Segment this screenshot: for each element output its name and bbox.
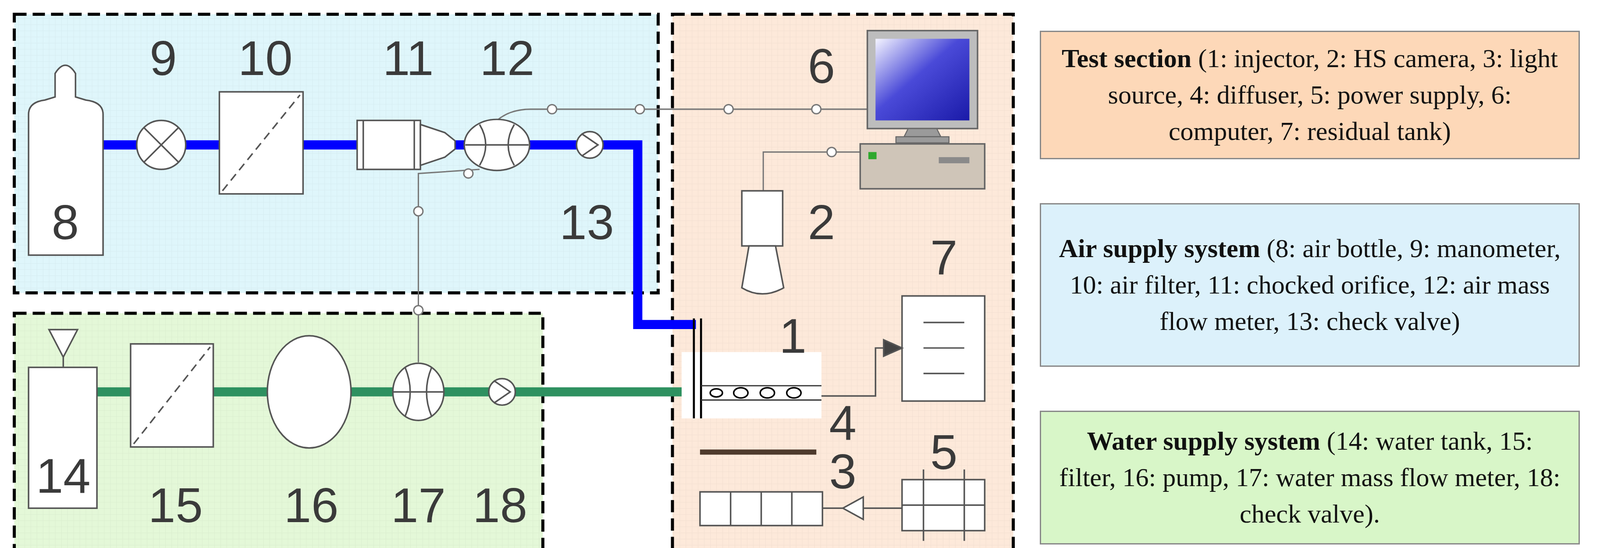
legend-heading: Test section xyxy=(1061,43,1192,73)
check-valve xyxy=(488,378,516,405)
callout-number: 5 xyxy=(930,427,958,477)
water-filter xyxy=(130,343,214,447)
legend-paragraph: Test section(1: injector, 2: HS camera, … xyxy=(1056,40,1564,150)
air-filter xyxy=(219,91,303,194)
residual-tank xyxy=(821,295,985,402)
callout-number: 8 xyxy=(51,197,79,247)
diffuser xyxy=(700,449,817,455)
legend-heading: Water supply system xyxy=(1086,426,1320,456)
legend-paragraph: Air supply system(8: air bottle, 9: mano… xyxy=(1056,230,1564,339)
air-bottle xyxy=(28,65,104,256)
water-tank xyxy=(28,366,97,508)
chocked-orifice xyxy=(357,120,421,170)
callout-number: 14 xyxy=(35,451,91,501)
callout-number: 1 xyxy=(779,311,807,361)
water-region xyxy=(14,312,544,548)
callout-number: 9 xyxy=(149,33,177,83)
legend-box: Water supply system(14: water tank, 15: … xyxy=(1039,410,1580,544)
power-supply xyxy=(902,469,985,541)
callout-number: 11 xyxy=(382,33,434,83)
callout-number: 3 xyxy=(829,446,857,496)
water-flow-meter xyxy=(392,362,444,420)
legend-heading: Air supply system xyxy=(1059,233,1261,263)
callout-number: 17 xyxy=(391,480,446,530)
callout-number: 2 xyxy=(807,197,836,247)
callout-number: 15 xyxy=(148,480,203,530)
callout-number: 6 xyxy=(807,41,836,91)
legend-box: Air supply system(8: air bottle, 9: mano… xyxy=(1039,202,1580,367)
air-region xyxy=(14,14,659,293)
callout-number: 12 xyxy=(480,33,535,83)
check-valve xyxy=(576,131,604,158)
callout-number: 18 xyxy=(472,480,528,530)
air-flow-meter xyxy=(464,119,530,171)
air-pipe xyxy=(103,144,696,324)
hs-camera xyxy=(741,190,784,294)
callout-number: 13 xyxy=(559,197,615,247)
manometer xyxy=(136,120,186,170)
computer xyxy=(860,30,985,189)
callout-number: 4 xyxy=(829,398,857,448)
light-source xyxy=(700,491,903,526)
callout-number: 7 xyxy=(930,232,958,282)
callout-number: 16 xyxy=(284,480,339,530)
test-region xyxy=(672,14,1014,548)
pump xyxy=(267,335,352,448)
callout-number: 10 xyxy=(238,33,293,83)
legend-paragraph: Water supply system(14: water tank, 15: … xyxy=(1056,422,1564,532)
legend-box: Test section(1: injector, 2: HS camera, … xyxy=(1039,30,1580,160)
